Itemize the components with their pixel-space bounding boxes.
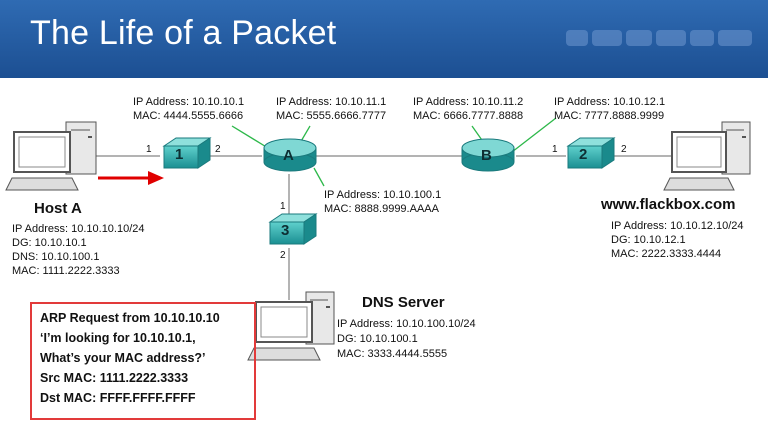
host-a-dns: DNS: 10.10.100.1 [12,251,100,263]
router-a-icon [263,138,317,172]
dns-server-dg: DG: 10.10.100.1 [337,333,418,345]
router-a-if2-mac: MAC: 5555.6666.7777 [276,110,387,122]
arp-line-5: Dst MAC: FFFF.FFFF.FFFF [40,391,196,405]
router-b-icon [461,138,515,172]
switch-2-port-2: 2 [621,144,627,155]
arp-line-3: What’s your MAC address?’ [40,351,206,365]
header-decoration-block [592,30,622,46]
web-server-name: www.flackbox.com [601,196,736,213]
web-server-mac: MAC: 2222.3333.4444 [611,248,722,260]
header-decoration-block [626,30,652,46]
header-decoration-block [690,30,714,46]
switch-1-port-2: 2 [215,144,221,155]
dns-server-ip: IP Address: 10.10.100.10/24 [337,318,476,330]
header-decoration-block [566,30,588,46]
network-diagram [5,117,751,361]
router-a-label: A [283,147,294,164]
router-a-if3-ip: IP Address: 10.10.100.1 [324,189,442,201]
packet-arrow-icon [98,171,164,185]
router-a-if3-mac: MAC: 8888.9999.AAAA [324,203,439,215]
arp-request-box: ARP Request from 10.10.10.10 ‘I’m lookin… [30,302,256,420]
router-a-if1-mac: MAC: 4444.5555.6666 [133,110,244,122]
dns-server-mac: MAC: 3333.4444.5555 [337,348,448,360]
title-bar: The Life of a Packet [0,0,768,78]
host-a-dg: DG: 10.10.10.1 [12,237,87,249]
switch-3-label: 3 [281,222,290,239]
host-a-ip: IP Address: 10.10.10.10/24 [12,223,145,235]
switch-3-icon [268,213,318,245]
host-a-mac: MAC: 1111.2222.3333 [12,265,120,277]
switch-2-label: 2 [579,146,588,163]
switch-2-icon [566,137,616,169]
web-server-dg: DG: 10.10.12.1 [611,234,686,246]
router-b-if2-mac: MAC: 7777.8888.9999 [554,110,665,122]
switch-1-port-1: 1 [146,144,152,155]
router-a-if1-ip: IP Address: 10.10.10.1 [133,96,245,108]
page-title: The Life of a Packet [30,14,337,52]
header-decoration-block [718,30,752,46]
router-b-if2-ip: IP Address: 10.10.12.1 [554,96,666,108]
arp-line-2: ‘I’m looking for 10.10.10.1, [40,331,196,345]
arp-line-1: ARP Request from 10.10.10.10 [40,311,220,325]
switch-1-icon [162,137,212,169]
switch-3-port-2: 2 [280,250,286,261]
header-decoration-block [656,30,686,46]
host-a-name: Host A [34,200,82,217]
switch-3-port-1: 1 [280,201,286,212]
router-a-if2-ip: IP Address: 10.10.11.1 [276,96,387,108]
router-b-if1-mac: MAC: 6666.7777.8888 [413,110,524,122]
dns-server-computer-icon [247,291,335,361]
web-server-ip: IP Address: 10.10.12.10/24 [611,220,744,232]
switch-2-port-1: 1 [552,144,558,155]
arp-line-4: Src MAC: 1111.2222.3333 [40,371,189,385]
host-a-computer-icon [5,121,97,191]
dns-server-name: DNS Server [362,294,445,311]
switch-1-label: 1 [175,146,184,163]
router-b-if1-ip: IP Address: 10.10.11.2 [413,96,524,108]
web-server-computer-icon [663,121,751,191]
router-b-label: B [481,147,492,164]
